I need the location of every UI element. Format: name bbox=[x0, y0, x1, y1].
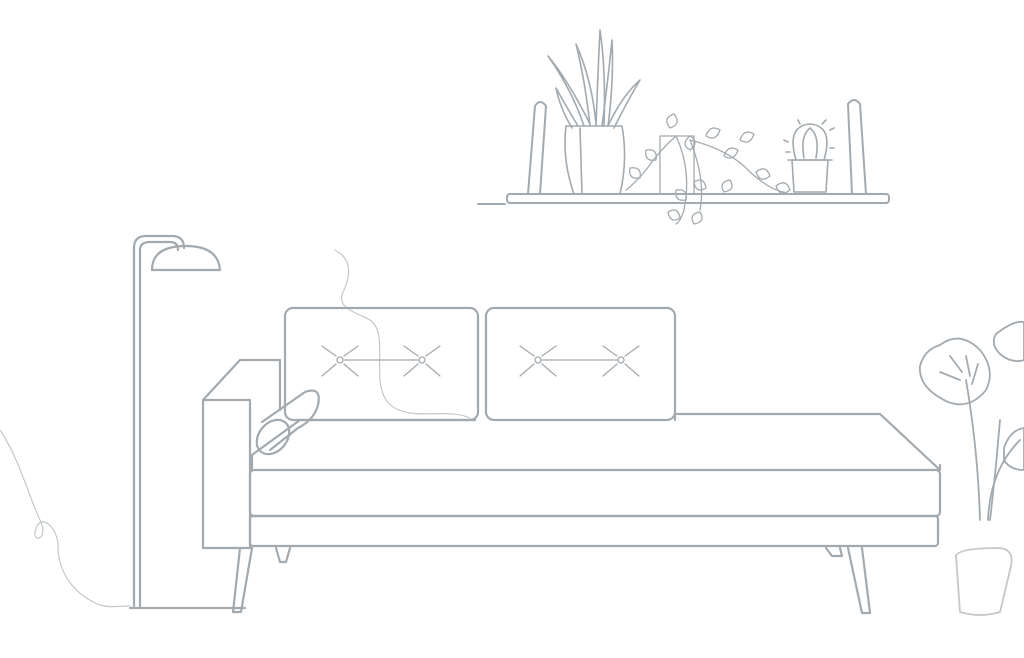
back-cushion-right bbox=[484, 306, 677, 422]
vine-leaves bbox=[629, 113, 791, 225]
back-cushion-left bbox=[283, 306, 480, 422]
cactus bbox=[783, 119, 835, 193]
button-tufts bbox=[519, 345, 640, 377]
button-tufts bbox=[321, 345, 441, 377]
daybed-sofa bbox=[201, 306, 942, 615]
monstera-plant bbox=[919, 320, 1024, 616]
floor-lamp bbox=[128, 234, 247, 610]
loose-cable-lines bbox=[0, 249, 471, 608]
snake-plant bbox=[547, 29, 641, 195]
wall-shelf bbox=[477, 99, 890, 205]
trailing-vine-plant bbox=[625, 113, 791, 225]
armrest bbox=[201, 358, 282, 550]
bolster-pillow bbox=[255, 389, 320, 456]
sofa-legs bbox=[231, 546, 872, 615]
